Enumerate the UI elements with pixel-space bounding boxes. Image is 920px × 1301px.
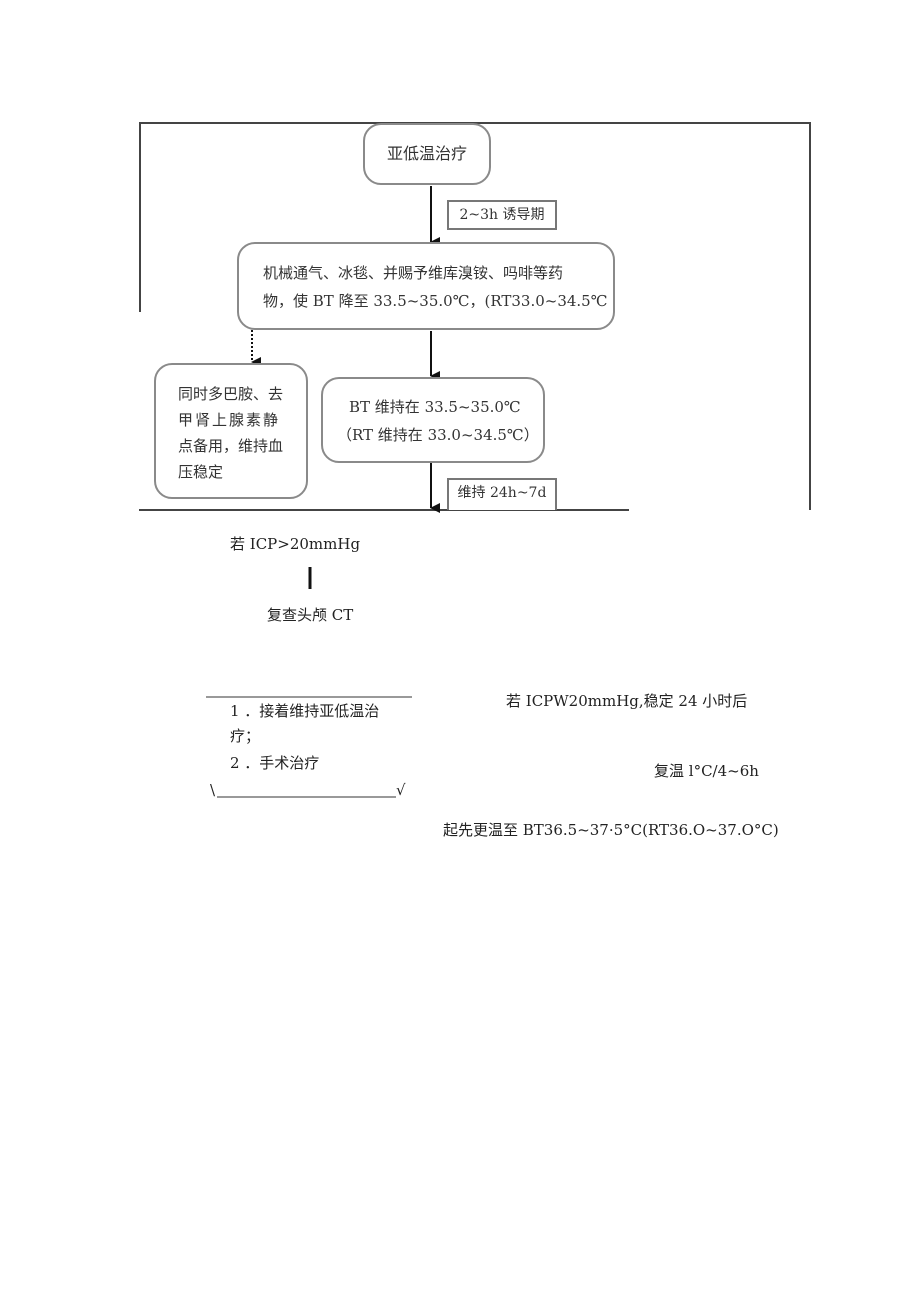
induction-line-2: 物，使 BT 降至 33.5~35.0℃，(RT33.0~34.5℃ bbox=[263, 292, 608, 310]
induction-label-box: 2~3h 诱导期 bbox=[447, 200, 557, 230]
frame-bottom-line bbox=[139, 509, 629, 511]
side-line-2: 甲肾上腺素静 bbox=[178, 411, 281, 429]
induction-box: 机械通气、冰毯、并赐予维库溴铵、吗啡等药 物，使 BT 降至 33.5~35.0… bbox=[237, 242, 615, 330]
maintain-label: 维持 24h~7d bbox=[457, 485, 547, 501]
side-line-1: 同时多巴胺、去 bbox=[178, 385, 284, 403]
option-1-text: 1 ．接着维持亚低温治 bbox=[230, 702, 380, 720]
start-label: 亚低温治疗 bbox=[386, 144, 467, 163]
rewarm-text: 复温 l°C/4~6h bbox=[654, 762, 759, 780]
frame-left-line bbox=[139, 122, 141, 312]
side-box: 同时多巴胺、去 甲肾上腺素静 点备用，维持血 压稳定 bbox=[154, 363, 308, 499]
maintain-box: BT 维持在 33.5~35.0℃ （RT 维持在 33.0~34.5℃） bbox=[321, 377, 545, 463]
maintain-label-box: 维持 24h~7d bbox=[447, 478, 557, 510]
maintain-line-2: （RT 维持在 33.0~34.5℃） bbox=[337, 426, 539, 444]
bottom-mark-left: \ bbox=[210, 781, 216, 799]
bottom-mark-right: √ bbox=[396, 781, 406, 799]
start-box: 亚低温治疗 bbox=[363, 123, 491, 185]
option-1-cont-text: 疗； bbox=[230, 727, 261, 745]
maintain-line-1: BT 维持在 33.5~35.0℃ bbox=[349, 398, 521, 416]
icp-stable-text: 若 ICPW20mmHg,稳定 24 小时后 bbox=[506, 692, 748, 710]
option-2-text: 2 ．手术治疗 bbox=[230, 754, 320, 772]
rewarm-target-text: 起先更温至 BT36.5~37·5°C(RT36.O~37.O°C) bbox=[443, 821, 779, 839]
side-line-4: 压稳定 bbox=[178, 463, 224, 481]
recheck-ct-text: 复查头颅 CT bbox=[267, 606, 354, 624]
frame-right-line bbox=[809, 122, 811, 510]
icp-high-text: 若 ICP>20mmHg bbox=[230, 535, 361, 553]
induction-line-1: 机械通气、冰毯、并赐予维库溴铵、吗啡等药 bbox=[263, 264, 564, 282]
induction-label: 2~3h 诱导期 bbox=[459, 207, 545, 223]
side-line-3: 点备用，维持血 bbox=[178, 437, 284, 455]
